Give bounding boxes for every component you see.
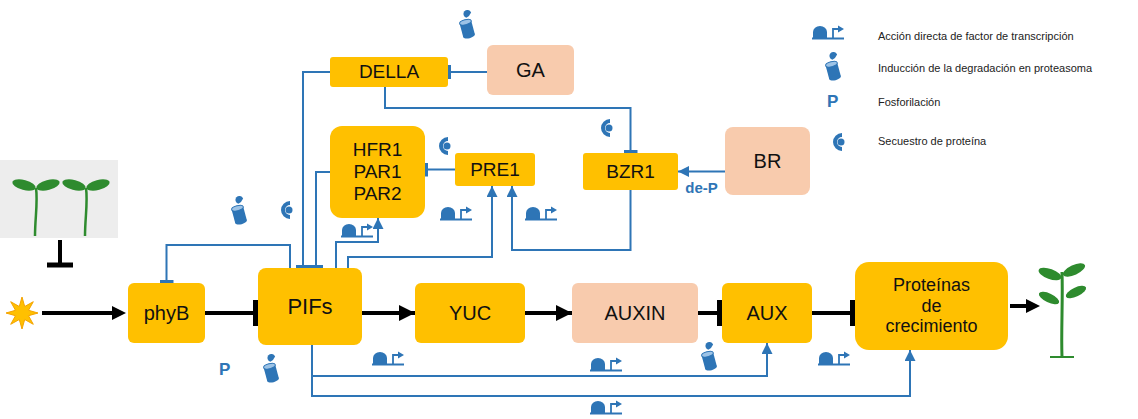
tall-plant-figure — [1037, 260, 1088, 357]
legend-symbol — [833, 133, 845, 151]
connector — [448, 71, 487, 73]
transcription-symbol — [440, 207, 472, 220]
growth-arrow — [1010, 304, 1028, 308]
seedling-figure — [11, 177, 111, 236]
connector-group — [167, 72, 911, 396]
connector — [678, 171, 725, 173]
legend-row: Secuestro de proteína — [878, 135, 986, 148]
transcription-symbol — [525, 207, 557, 220]
process-box: PRE1 — [455, 153, 535, 186]
symbol-label: P — [219, 360, 230, 380]
connector — [312, 345, 910, 396]
connector — [316, 172, 330, 268]
transcription-symbol — [372, 352, 404, 365]
node-text: Proteínas de crecimiento — [886, 275, 978, 337]
legend-row: Inducción de la degradación en proteasom… — [878, 62, 1092, 75]
legend-symbol — [823, 51, 844, 82]
transcription-symbol — [818, 352, 850, 365]
arrow-head — [1026, 299, 1040, 313]
process-box: GA — [487, 45, 574, 95]
transcription-symbol — [590, 401, 622, 414]
process-box: Proteínas de crecimiento — [855, 262, 1008, 350]
legend-symbol — [812, 26, 844, 39]
inhibition-bar — [47, 263, 73, 268]
node-text: AUX — [746, 302, 787, 325]
process-box: AUXIN — [572, 283, 698, 343]
transcription-symbol — [590, 358, 622, 371]
sequestration-symbol — [281, 201, 293, 219]
connector — [303, 72, 330, 268]
legend-text: Secuestro de proteína — [878, 135, 986, 148]
node-text: PRE1 — [470, 159, 520, 181]
node-text: YUC — [449, 302, 491, 325]
connector — [312, 343, 767, 376]
process-box: DELLA — [330, 57, 448, 87]
legend-text: Inducción de la degradación en proteasom… — [878, 62, 1092, 75]
proteasome-symbol — [457, 9, 478, 40]
inhibition-line — [58, 240, 62, 264]
process-box: HFR1 PAR1 PAR2 — [330, 126, 425, 218]
process-box: YUC — [415, 283, 525, 343]
node-text: DELLA — [359, 61, 419, 83]
connector — [336, 218, 378, 268]
transcription-symbol — [341, 224, 373, 237]
proteasome-symbol — [229, 195, 250, 226]
legend-text: Acción directa de factor de transcripció… — [878, 30, 1074, 43]
connector — [698, 311, 722, 315]
node-text: BZR1 — [606, 161, 655, 183]
node-text: AUXIN — [604, 302, 665, 325]
sequestration-symbol — [439, 137, 451, 155]
shade-panel — [0, 160, 118, 238]
connector — [362, 311, 415, 315]
sun-icon — [6, 297, 38, 329]
node-text: GA — [516, 59, 545, 82]
connector — [812, 311, 855, 315]
legend-row: Acción directa de factor de transcripció… — [878, 30, 1074, 43]
connector — [205, 311, 258, 315]
node-text: PIFs — [287, 294, 332, 319]
arrow-head — [112, 306, 126, 320]
sequestration-symbol — [601, 119, 613, 137]
node-text: BR — [754, 150, 782, 173]
symbol-label: P — [827, 92, 838, 112]
node-text: HFR1 PAR1 PAR2 — [343, 139, 413, 205]
proteasome-symbol — [261, 353, 282, 384]
process-box: phyB — [128, 283, 205, 343]
edge-label: de-P — [685, 179, 718, 196]
node-text: phyB — [144, 302, 190, 325]
process-box: PIFs — [258, 268, 362, 345]
proteasome-symbol — [699, 341, 720, 372]
process-box: AUX — [722, 283, 812, 343]
light-arrow — [42, 311, 114, 315]
connector — [525, 311, 572, 315]
legend-text: Fosforilación — [878, 96, 940, 109]
process-box: BZR1 — [583, 153, 678, 190]
process-box: BR — [725, 127, 810, 195]
connector — [512, 186, 631, 250]
legend-row: Fosforilación — [878, 96, 940, 109]
connector — [425, 169, 455, 171]
